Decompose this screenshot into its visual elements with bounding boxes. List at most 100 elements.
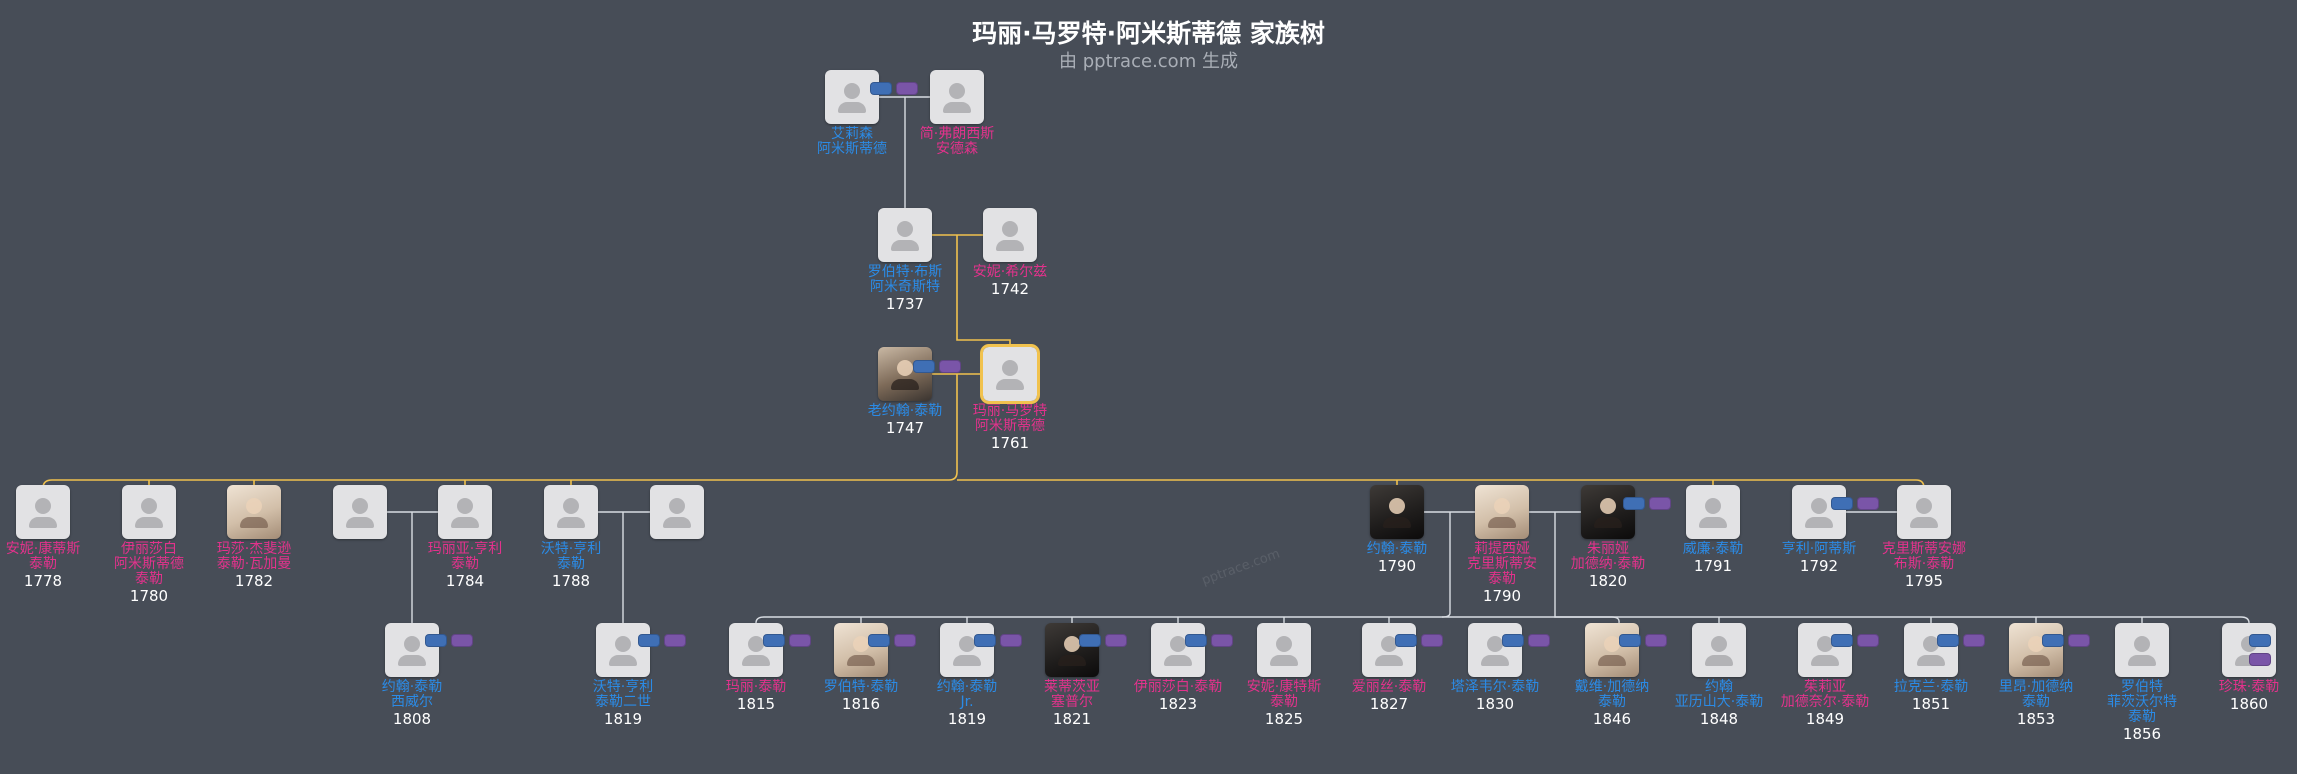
expand-toggle-buttons[interactable]: [974, 632, 1026, 647]
expand-toggle-buttons[interactable]: [1619, 632, 1671, 647]
avatar-placeholder-icon[interactable]: [1468, 623, 1522, 677]
avatar-placeholder-icon[interactable]: [930, 70, 984, 124]
avatar-placeholder-icon[interactable]: [825, 70, 879, 124]
expand-paternal-button[interactable]: [1185, 634, 1207, 647]
person-card[interactable]: [295, 485, 425, 542]
expand-maternal-button[interactable]: [2249, 653, 2271, 666]
avatar-placeholder-icon[interactable]: [983, 208, 1037, 262]
expand-maternal-button[interactable]: [789, 634, 811, 647]
expand-paternal-button[interactable]: [870, 82, 892, 95]
portrait-photo[interactable]: [834, 623, 888, 677]
portrait-photo[interactable]: [227, 485, 281, 539]
avatar-placeholder-icon[interactable]: [1686, 485, 1740, 539]
avatar-placeholder-icon[interactable]: [1904, 623, 1958, 677]
expand-paternal-button[interactable]: [763, 634, 785, 647]
person-card[interactable]: [612, 485, 742, 542]
expand-maternal-button[interactable]: [451, 634, 473, 647]
expand-paternal-button[interactable]: [638, 634, 660, 647]
avatar-placeholder-icon[interactable]: [122, 485, 176, 539]
person-card[interactable]: 艾莉森阿米斯蒂德: [787, 70, 917, 157]
avatar-placeholder-icon[interactable]: [333, 485, 387, 539]
portrait-photo[interactable]: [878, 347, 932, 401]
avatar-placeholder-icon[interactable]: [878, 208, 932, 262]
expand-paternal-button[interactable]: [974, 634, 996, 647]
expand-toggle-buttons[interactable]: [1185, 632, 1237, 647]
expand-toggle-buttons[interactable]: [913, 358, 965, 373]
avatar-placeholder-icon[interactable]: [385, 623, 439, 677]
expand-toggle-buttons[interactable]: [1831, 495, 1883, 510]
portrait-photo[interactable]: [1581, 485, 1635, 539]
avatar-placeholder-icon[interactable]: [596, 623, 650, 677]
expand-paternal-button[interactable]: [1619, 634, 1641, 647]
expand-maternal-button[interactable]: [1528, 634, 1550, 647]
expand-paternal-button[interactable]: [1502, 634, 1524, 647]
expand-maternal-button[interactable]: [939, 360, 961, 373]
expand-paternal-button[interactable]: [913, 360, 935, 373]
expand-maternal-button[interactable]: [1857, 634, 1879, 647]
avatar-placeholder-icon[interactable]: [650, 485, 704, 539]
avatar-placeholder-icon[interactable]: [1362, 623, 1416, 677]
expand-maternal-button[interactable]: [1645, 634, 1667, 647]
expand-toggle-buttons[interactable]: [1623, 495, 1675, 510]
expand-toggle-buttons[interactable]: [763, 632, 815, 647]
expand-maternal-button[interactable]: [1963, 634, 1985, 647]
person-card[interactable]: 简·弗朗西斯安德森: [892, 70, 1022, 157]
expand-toggle-buttons[interactable]: [1502, 632, 1554, 647]
expand-maternal-button[interactable]: [894, 634, 916, 647]
expand-maternal-button[interactable]: [1000, 634, 1022, 647]
expand-toggle-buttons[interactable]: [638, 632, 690, 647]
expand-paternal-button[interactable]: [425, 634, 447, 647]
expand-maternal-button[interactable]: [896, 82, 918, 95]
expand-maternal-button[interactable]: [1211, 634, 1233, 647]
expand-toggle-buttons[interactable]: [1079, 632, 1131, 647]
expand-toggle-buttons[interactable]: [868, 632, 920, 647]
avatar-placeholder-icon[interactable]: [1692, 623, 1746, 677]
portrait-photo[interactable]: [1370, 485, 1424, 539]
expand-toggle-buttons[interactable]: [425, 632, 477, 647]
expand-maternal-button[interactable]: [1857, 497, 1879, 510]
expand-paternal-button[interactable]: [2249, 634, 2271, 647]
avatar-placeholder-icon[interactable]: [1151, 623, 1205, 677]
expand-toggle-buttons[interactable]: [870, 80, 922, 95]
expand-paternal-button[interactable]: [1831, 634, 1853, 647]
expand-paternal-button[interactable]: [1937, 634, 1959, 647]
avatar-placeholder-icon[interactable]: [16, 485, 70, 539]
expand-paternal-button[interactable]: [1831, 497, 1853, 510]
expand-maternal-button[interactable]: [1105, 634, 1127, 647]
expand-paternal-button[interactable]: [1395, 634, 1417, 647]
avatar-placeholder-icon[interactable]: [1792, 485, 1846, 539]
avatar-placeholder-icon[interactable]: [438, 485, 492, 539]
portrait-photo[interactable]: [2009, 623, 2063, 677]
expand-toggle-buttons[interactable]: [2042, 632, 2094, 647]
portrait-photo[interactable]: [1045, 623, 1099, 677]
expand-maternal-button[interactable]: [2068, 634, 2090, 647]
expand-maternal-button[interactable]: [664, 634, 686, 647]
portrait-photo[interactable]: [1475, 485, 1529, 539]
portrait-photo[interactable]: [1585, 623, 1639, 677]
